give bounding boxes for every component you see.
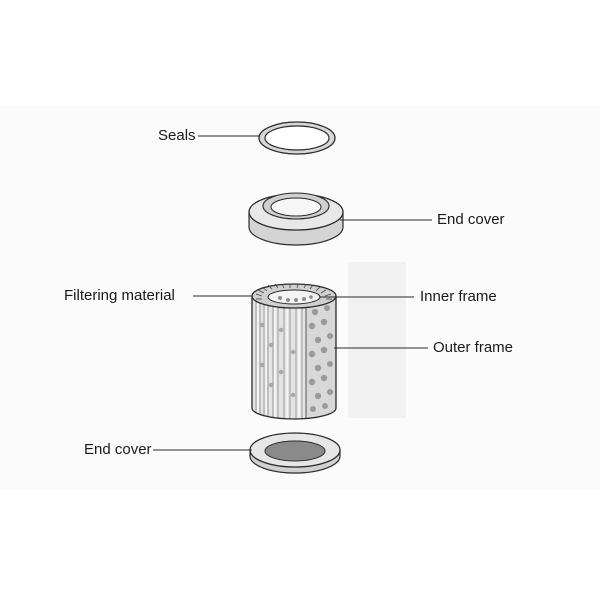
filtering-material-label: Filtering material: [64, 287, 175, 304]
end-cover-top-label: End cover: [437, 211, 505, 228]
background-patch: [348, 262, 406, 418]
seals-label: Seals: [158, 127, 196, 144]
seal-ring: [258, 121, 336, 155]
filter-cartridge: [251, 283, 337, 420]
end-cover-bottom-label: End cover: [84, 441, 152, 458]
bottom-end-cover: [249, 432, 341, 474]
outer-frame-label: Outer frame: [433, 339, 514, 356]
top-end-cover: [248, 192, 344, 246]
inner-frame-label: Inner frame: [420, 288, 497, 305]
